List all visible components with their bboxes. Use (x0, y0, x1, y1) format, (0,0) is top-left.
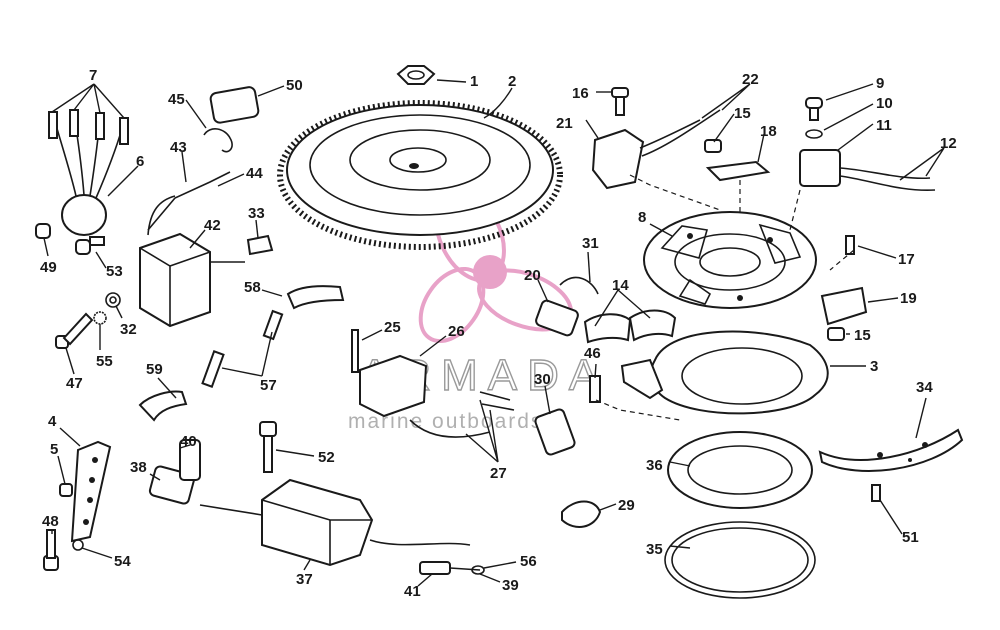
callout-58: 58 (244, 279, 261, 296)
retainer-plate (650, 330, 829, 415)
callout-numbers: 1 2 3 4 5 6 7 8 9 10 11 12 14 15 15 16 1… (40, 67, 957, 600)
callout-22: 22 (742, 71, 759, 88)
callout-55: 55 (96, 353, 113, 370)
callout-16: 16 (572, 85, 589, 102)
callout-45: 45 (168, 91, 185, 108)
callout-1: 1 (470, 73, 478, 90)
terminal-block (70, 440, 112, 543)
callout-21: 21 (556, 115, 573, 132)
flywheel (277, 100, 563, 250)
callout-17: 17 (898, 251, 915, 268)
callout-20: 20 (524, 267, 541, 284)
callout-50: 50 (286, 77, 303, 94)
callout-7: 7 (89, 67, 97, 84)
callout-9: 9 (876, 75, 884, 92)
callout-11: 11 (876, 117, 892, 134)
callout-34: 34 (916, 379, 933, 396)
charge-coil (799, 149, 936, 192)
small-parts (72, 86, 868, 575)
flywheel-nut (396, 65, 436, 85)
callout-36: 36 (646, 457, 663, 474)
callout-56: 56 (520, 553, 537, 570)
callout-59: 59 (146, 361, 163, 378)
callout-33: 33 (248, 205, 265, 222)
callout-49: 49 (40, 259, 57, 276)
alignment-lines (595, 174, 855, 421)
sensor-coil (591, 109, 721, 190)
callout-57: 57 (260, 377, 277, 394)
callout-6: 6 (136, 153, 144, 170)
callout-4: 4 (48, 413, 57, 430)
callout-26: 26 (448, 323, 465, 340)
callout-44: 44 (246, 165, 263, 182)
callout-15-upper: 15 (734, 105, 751, 122)
callout-15-lower: 15 (854, 327, 871, 344)
leader-lines (43, 79, 945, 587)
callout-47: 47 (66, 375, 83, 392)
callout-3: 3 (870, 358, 878, 375)
retaining-ring (664, 521, 816, 599)
callout-37: 37 (296, 571, 313, 588)
callout-5: 5 (50, 441, 58, 458)
callout-40: 40 (180, 433, 197, 450)
callout-27: 27 (490, 465, 507, 482)
callout-25: 25 (384, 319, 401, 336)
callout-46: 46 (584, 345, 601, 362)
timer-base (818, 428, 964, 472)
callout-8: 8 (638, 209, 646, 226)
screws (35, 87, 881, 571)
callout-53: 53 (106, 263, 123, 280)
callout-32: 32 (120, 321, 137, 338)
callout-38: 38 (130, 459, 147, 476)
callout-19: 19 (900, 290, 917, 307)
armature-plate (643, 211, 817, 309)
callout-29: 29 (618, 497, 635, 514)
callout-43: 43 (170, 139, 187, 156)
solenoid (48, 109, 129, 236)
callout-39: 39 (502, 577, 519, 594)
callout-30: 30 (534, 371, 551, 388)
callout-52: 52 (318, 449, 335, 466)
callout-12: 12 (940, 135, 957, 152)
power-pack (199, 478, 471, 567)
callout-35: 35 (646, 541, 663, 558)
callout-51: 51 (902, 529, 919, 546)
callout-41: 41 (404, 583, 421, 600)
callout-14: 14 (612, 277, 629, 294)
callout-10: 10 (876, 95, 893, 112)
ignition-coil (139, 195, 245, 328)
callout-2: 2 (508, 73, 516, 90)
callout-18: 18 (760, 123, 777, 140)
callout-48: 48 (42, 513, 59, 530)
callout-31: 31 (582, 235, 599, 252)
callout-54: 54 (114, 553, 131, 570)
callout-42: 42 (204, 217, 221, 234)
support-ring (667, 431, 813, 509)
